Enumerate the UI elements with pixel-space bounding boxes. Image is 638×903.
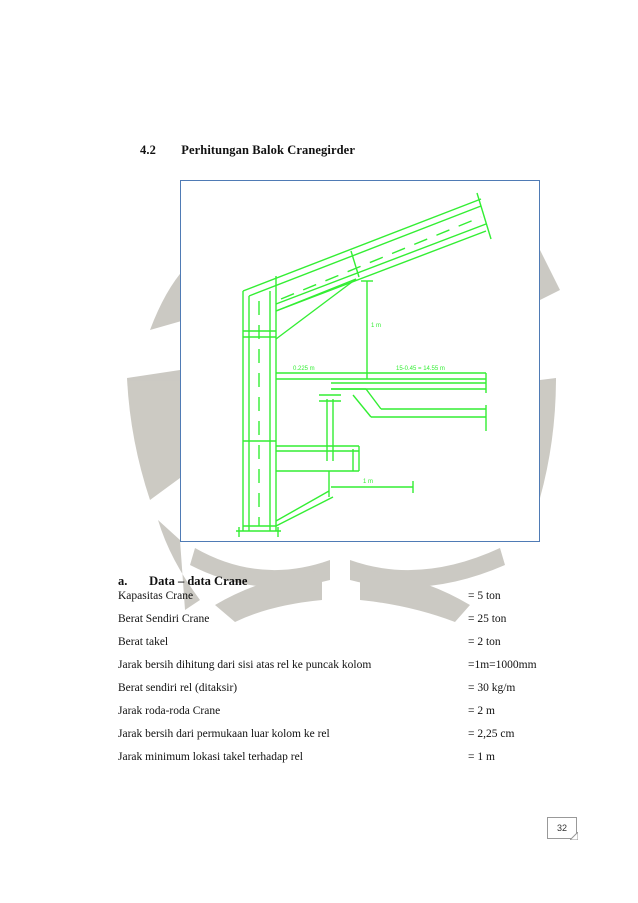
data-value: = 2,25 cm — [468, 728, 515, 740]
data-row: Kapasitas Crane = 5 ton — [118, 588, 558, 611]
data-row: Jarak bersih dihitung dari sisi atas rel… — [118, 657, 558, 680]
data-value: = 1 m — [468, 751, 495, 763]
data-label: Berat Sendiri Crane — [118, 613, 210, 625]
crane-data-list: Kapasitas Crane = 5 ton Berat Sendiri Cr… — [118, 588, 558, 772]
section-heading: 4.2 Perhitungan Balok Cranegirder — [140, 143, 355, 158]
section-number: 4.2 — [140, 143, 156, 157]
dimension-label-height: 1 m — [371, 323, 381, 329]
data-value: = 25 ton — [468, 613, 507, 625]
data-value: = 2 ton — [468, 636, 501, 648]
data-label: Jarak minimum lokasi takel terhadap rel — [118, 751, 303, 763]
data-row: Berat sendiri rel (ditaksir) = 30 kg/m — [118, 680, 558, 703]
page-number: 32 — [547, 817, 577, 839]
crane-girder-figure: 1 m 0.225 m 15-0.45 = 14.55 m 1 m — [180, 180, 540, 542]
dimension-label-offset: 0.225 m — [293, 366, 315, 372]
data-label: Berat takel — [118, 636, 169, 648]
data-label: Jarak bersih dari permukaan luar kolom k… — [118, 728, 330, 740]
data-value: = 2 m — [468, 705, 495, 717]
subsection-heading: a. Data – data Crane — [118, 574, 247, 589]
subsection-title: Data – data Crane — [149, 574, 248, 588]
dimension-label-reach: 1 m — [363, 479, 373, 485]
structure-drawing: 1 m 0.225 m 15-0.45 = 14.55 m 1 m — [236, 192, 492, 537]
data-label: Kapasitas Crane — [118, 590, 194, 602]
data-label: Jarak bersih dihitung dari sisi atas rel… — [118, 659, 372, 671]
page-corner-fold-icon — [570, 832, 578, 840]
data-row: Jarak roda-roda Crane = 2 m — [118, 703, 558, 726]
data-value: =1m=1000mm — [468, 659, 537, 671]
data-row: Jarak bersih dari permukaan luar kolom k… — [118, 726, 558, 749]
section-title: Perhitungan Balok Cranegirder — [181, 143, 355, 157]
data-row: Berat Sendiri Crane = 25 ton — [118, 611, 558, 634]
data-row: Berat takel = 2 ton — [118, 634, 558, 657]
subsection-marker: a. — [118, 574, 128, 588]
data-value: = 30 kg/m — [468, 682, 516, 694]
data-value: = 5 ton — [468, 590, 501, 602]
data-label: Jarak roda-roda Crane — [118, 705, 221, 717]
dimension-label-span: 15-0.45 = 14.55 m — [396, 366, 445, 372]
data-label: Berat sendiri rel (ditaksir) — [118, 682, 238, 694]
data-row: Jarak minimum lokasi takel terhadap rel … — [118, 749, 558, 772]
